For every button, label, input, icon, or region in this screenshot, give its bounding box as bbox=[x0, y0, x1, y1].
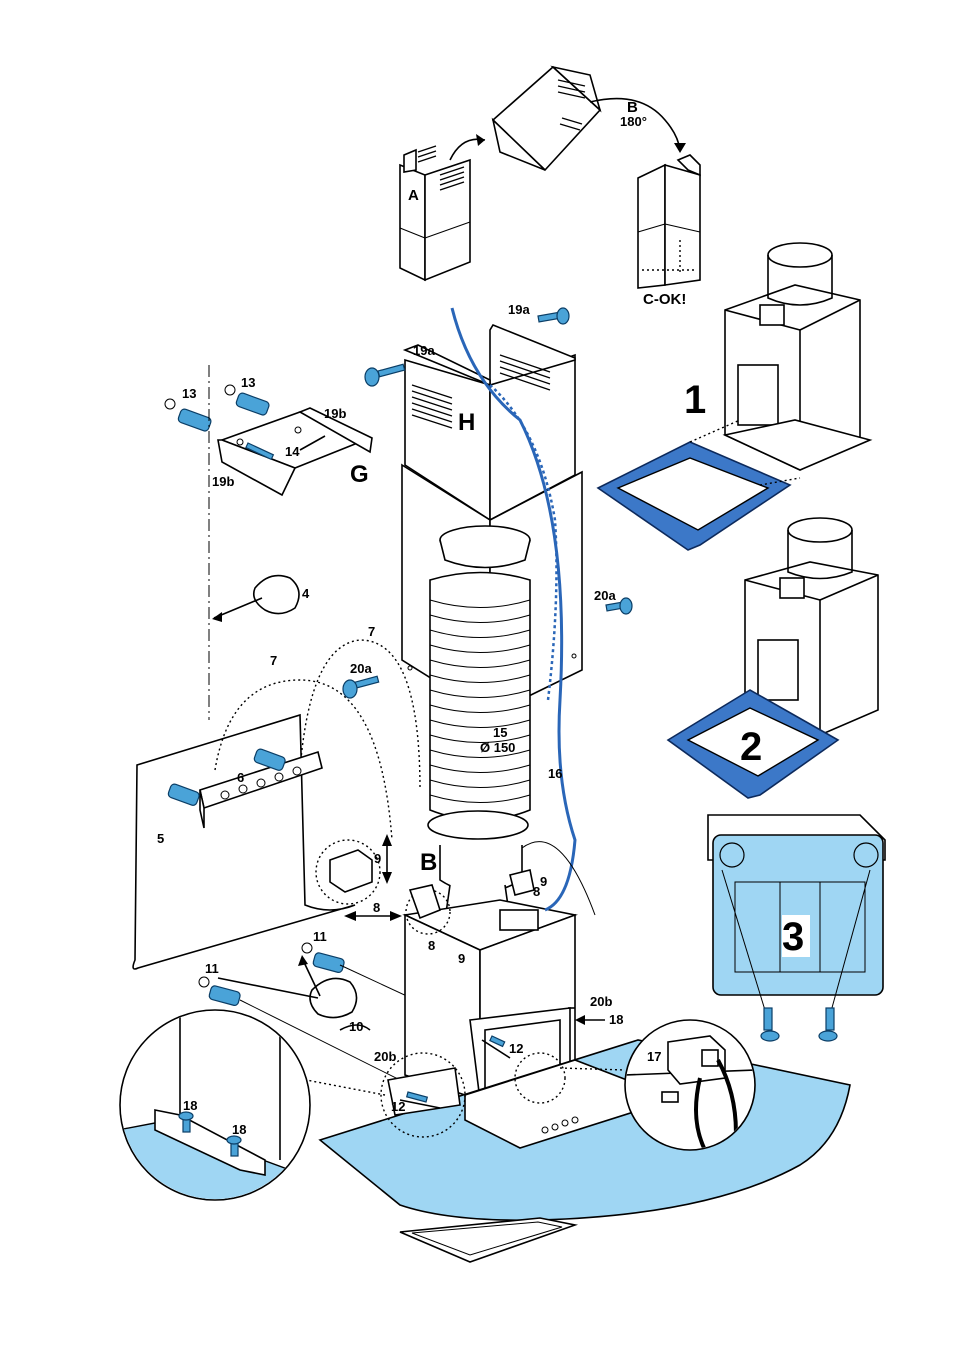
dowel-13a bbox=[164, 398, 212, 432]
label-7b: 7 bbox=[270, 653, 277, 668]
label-17: 17 bbox=[647, 1049, 661, 1064]
label-11b: 11 bbox=[205, 961, 219, 976]
label-h: H bbox=[458, 409, 475, 436]
dowel-11a bbox=[301, 942, 345, 973]
screw-14 bbox=[245, 442, 275, 461]
dowel-rail-b bbox=[253, 748, 286, 771]
bracket-8-left bbox=[408, 884, 441, 920]
screw-18a bbox=[178, 1111, 194, 1133]
detail-circle-9 bbox=[315, 834, 402, 921]
magnified-detail-18 bbox=[119, 1009, 311, 1201]
label-8c: 8 bbox=[428, 938, 435, 953]
label-19a-left: 19a bbox=[413, 343, 435, 358]
screw-20a-right bbox=[605, 597, 633, 615]
frame-2 bbox=[666, 689, 840, 799]
frame-1 bbox=[596, 419, 801, 551]
label-20a-right: 20a bbox=[594, 588, 616, 603]
marking-hand-4 bbox=[212, 574, 300, 622]
label-18a: 18 bbox=[609, 1012, 623, 1027]
label-9a: 9 bbox=[374, 851, 381, 866]
label-10: 10 bbox=[349, 1019, 363, 1034]
label-15: 15 bbox=[493, 725, 507, 740]
dowel-13b bbox=[224, 384, 270, 416]
filter-box-3 bbox=[707, 814, 886, 1021]
label-18b: 18 bbox=[183, 1098, 197, 1113]
marking-hand-10 bbox=[217, 955, 371, 1031]
magnified-detail-17 bbox=[624, 1019, 756, 1151]
labels: A B 180° C-OK! 1 2 3 H G B 19a 19a 19b 1… bbox=[157, 99, 804, 1137]
label-6: 6 bbox=[237, 770, 244, 785]
label-18c: 18 bbox=[232, 1122, 246, 1137]
label-12b: 12 bbox=[391, 1099, 405, 1114]
label-16: 16 bbox=[548, 766, 562, 781]
label-4: 4 bbox=[302, 586, 310, 601]
label-step-3: 3 bbox=[782, 915, 804, 959]
label-a: A bbox=[408, 187, 419, 204]
label-12a: 12 bbox=[509, 1041, 523, 1056]
screw-19a-right bbox=[537, 307, 570, 325]
cover-step-b bbox=[491, 65, 686, 172]
screw-18b bbox=[226, 1135, 242, 1157]
label-8a: 8 bbox=[373, 900, 380, 915]
label-20a-left: 20a bbox=[350, 661, 372, 676]
dowel-rail-a bbox=[167, 783, 200, 806]
motor-unit-1 bbox=[722, 242, 873, 471]
motor-unit-2 bbox=[744, 517, 879, 736]
label-step-1: 1 bbox=[684, 378, 706, 422]
cable-16-dotted bbox=[489, 384, 558, 701]
label-b-angle: 180° bbox=[620, 114, 647, 129]
label-b-top: B bbox=[627, 99, 638, 116]
screw-19a-left bbox=[364, 363, 406, 387]
detail-circle-8 bbox=[405, 889, 451, 935]
screw-3a bbox=[760, 1007, 780, 1042]
label-5: 5 bbox=[157, 831, 164, 846]
label-8b: 8 bbox=[533, 884, 540, 899]
label-g: G bbox=[350, 461, 369, 488]
label-b-mid: B bbox=[420, 849, 437, 876]
label-9b: 9 bbox=[540, 874, 547, 889]
cover-step-a bbox=[399, 134, 486, 282]
label-19b-right: 19b bbox=[324, 406, 346, 421]
screw-12-b bbox=[405, 1091, 429, 1103]
label-11a: 11 bbox=[313, 929, 327, 944]
label-step-2: 2 bbox=[740, 725, 762, 769]
label-150: Ø 150 bbox=[480, 740, 515, 755]
bracket-8-right bbox=[509, 869, 535, 896]
dowel-11b bbox=[198, 976, 241, 1006]
detail-circle-20b bbox=[380, 1052, 466, 1138]
screw-20a-left bbox=[342, 675, 380, 699]
label-20b-a: 20b bbox=[590, 994, 612, 1009]
grease-filter bbox=[399, 1217, 579, 1263]
label-c-ok: C-OK! bbox=[643, 291, 686, 308]
label-13b: 13 bbox=[241, 375, 255, 390]
label-14: 14 bbox=[285, 444, 300, 459]
label-9c: 9 bbox=[458, 951, 465, 966]
flex-duct-15 bbox=[427, 525, 531, 840]
cover-step-c bbox=[637, 154, 701, 289]
bracket-20b bbox=[387, 1067, 461, 1116]
screw-3b bbox=[818, 1007, 838, 1042]
label-19a-right: 19a bbox=[508, 302, 530, 317]
wall-template-5 bbox=[132, 639, 421, 970]
upper-chimney-h bbox=[402, 324, 576, 522]
detail-circle-17 bbox=[514, 1052, 566, 1104]
label-7a: 7 bbox=[368, 624, 375, 639]
label-13a: 13 bbox=[182, 386, 196, 401]
screw-12-a bbox=[489, 1035, 506, 1048]
label-20b-b: 20b bbox=[374, 1049, 396, 1064]
label-19b-left: 19b bbox=[212, 474, 234, 489]
cable-16 bbox=[450, 307, 577, 912]
